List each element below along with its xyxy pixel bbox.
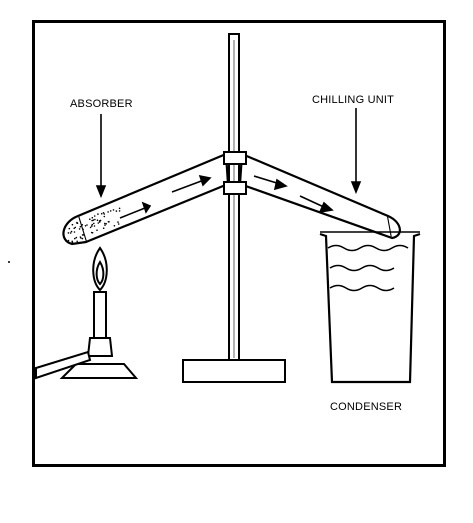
granule-dot [113,225,116,227]
granule-dot [76,221,78,224]
gas-hose [35,350,92,380]
granule-dot [69,232,72,234]
granule-dot [97,213,99,215]
granule-dot [76,240,78,243]
flow-arrows [119,174,334,219]
granule-dot [104,224,106,226]
granule-dot [90,225,93,227]
granule-dot [89,218,91,220]
granule-dot [79,225,82,228]
granule-dot [91,216,94,219]
granule-dot [112,209,115,211]
absorber-granules [67,207,121,244]
clamp-lower [223,181,247,195]
granule-dot [96,219,99,221]
granule-dot [74,237,76,240]
granule-dot [93,225,96,227]
granule-dot [97,222,100,224]
granule-dot [118,210,121,212]
beaker-body [319,232,421,384]
granule-dot [91,232,94,234]
granule-dot [73,227,75,230]
granule-dot [98,221,101,223]
granule-dot [81,237,84,240]
water-waves [327,244,409,292]
tube-right-arm [238,152,394,240]
clamp-upper [223,151,247,165]
retort-stand [182,33,286,383]
granule-dot [72,242,74,244]
granule-dot [67,232,70,234]
granule-dot [117,221,119,223]
burner-collar [86,337,114,357]
granule-dot [109,210,112,212]
granule-dot [99,219,102,222]
granule-dot [89,226,92,229]
granule-dot [115,210,118,212]
condenser-beaker [319,231,421,384]
stand-base [182,359,286,383]
bunsen-burner [35,246,139,380]
granule-dot [107,221,110,223]
pointer-arrows [95,108,362,199]
granule-dot [94,218,96,221]
granule-dot [67,239,70,242]
granule-dot [105,223,107,225]
granule-dot [79,236,82,238]
granule-dot [118,207,121,210]
flame-inner [95,260,105,286]
granule-dot [93,215,96,217]
stray-dot [8,261,10,263]
granule-dot [70,230,73,233]
granule-dot [91,223,94,226]
granule-dot [74,226,77,229]
granule-dot [117,223,120,225]
granule-dot [107,211,109,213]
granule-dot [93,222,95,225]
burner-base [59,363,139,379]
granule-dot [91,219,93,222]
granule-dot [102,212,105,214]
condenser-label: CONDENSER [330,401,402,413]
granule-dot [104,222,106,225]
granule-dot [92,219,95,221]
granule-dot [71,223,74,226]
absorber-label: ABSORBER [70,98,133,110]
granule-dot [75,236,78,239]
granule-dot [84,225,87,227]
chilling-unit-label: CHILLING UNIT [312,94,394,106]
granule-dot [103,213,106,215]
diagram-frame [32,20,446,467]
granule-dot [81,234,84,236]
granule-dot [86,224,88,226]
granule-dot [103,215,106,218]
granule-dot [96,229,98,231]
granule-dot [102,227,105,229]
granule-dot [73,231,76,233]
granule-dot [78,228,81,230]
granule-dot [82,228,84,231]
granule-dot [100,212,103,215]
granule-dot [68,227,71,230]
granule-dot [81,224,84,226]
